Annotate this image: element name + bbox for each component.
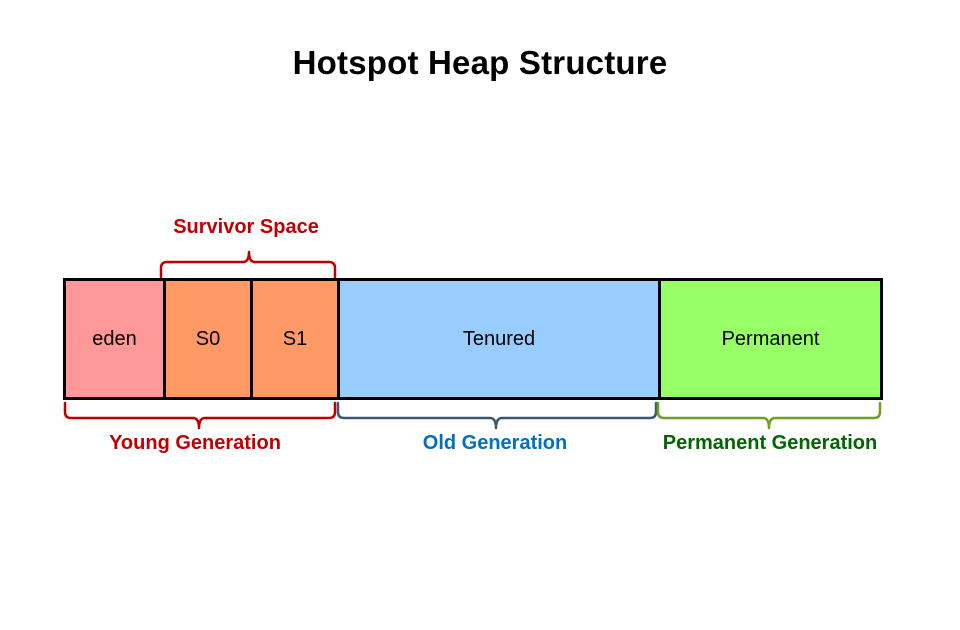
young-generation-bracket (63, 401, 337, 430)
tenured-label: Tenured (462, 327, 536, 350)
eden-region: eden (66, 281, 163, 397)
s0-label: S0 (195, 327, 221, 350)
s0-region: S0 (163, 281, 250, 397)
diagram-title: Hotspot Heap Structure (292, 44, 668, 81)
permanent-region: Permanent (658, 281, 880, 397)
s1-label: S1 (282, 327, 308, 350)
eden-label: eden (92, 327, 137, 350)
heap-bar: eden S0 S1 Tenured Permanent (63, 278, 883, 400)
old-generation-label: Old Generation (422, 432, 568, 454)
s1-region: S1 (250, 281, 337, 397)
permanent-generation-label: Permanent Generation (662, 432, 878, 454)
permanent-label: Permanent (721, 327, 820, 350)
survivor-bracket (159, 250, 337, 279)
tenured-region: Tenured (337, 281, 658, 397)
young-generation-label: Young Generation (109, 432, 281, 454)
permanent-generation-bracket (656, 401, 882, 430)
survivor-space-label: Survivor Space (173, 216, 319, 238)
old-generation-bracket (336, 401, 658, 430)
